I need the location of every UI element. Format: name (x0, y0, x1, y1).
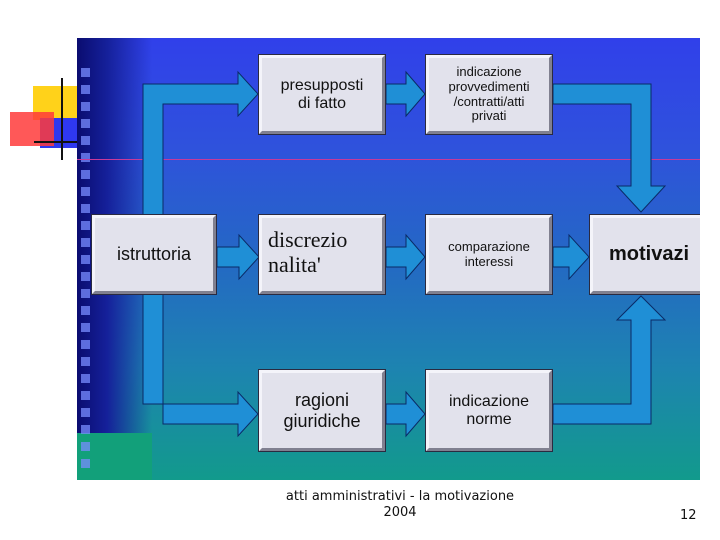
page-number: 12 (680, 508, 697, 523)
node-presupposti-di-fatto: presupposti di fatto (258, 54, 386, 135)
arrow-discrezionalita-to-comparazione (385, 233, 426, 281)
node-discrezionalita: discrezio nalita' (258, 214, 386, 295)
diagram-panel: istruttoria presupposti di fatto discrez… (77, 38, 700, 480)
arrow-provvedimenti-to-motivazione (552, 83, 667, 213)
footer-title: atti amministrativi - la motivazione 200… (285, 489, 515, 520)
node-ragioni-giuridiche: ragioni giuridiche (258, 369, 386, 452)
panel-corner-block (77, 433, 152, 480)
decorative-squares (81, 68, 93, 476)
arrow-istruttoria-to-presupposti (142, 70, 259, 223)
node-istruttoria: istruttoria (91, 214, 217, 295)
node-indicazione-norme: indicazione norme (425, 369, 553, 452)
arrow-presupposti-to-provvedimenti (385, 70, 426, 118)
slide-decoration (10, 78, 80, 160)
arrow-comparazione-to-motivazione (552, 233, 590, 281)
arrow-norme-to-motivazione (552, 295, 667, 425)
node-motivazione: motivazi (589, 214, 700, 295)
arrow-istruttoria-to-ragioni (142, 293, 259, 438)
flow-arrows (142, 70, 667, 438)
deco-red-square (10, 112, 54, 146)
node-comparazione-interessi: comparazione interessi (425, 214, 553, 295)
node-indicazione-provvedimenti: indicazione provvedimenti /contratti/att… (425, 54, 553, 135)
arrow-istruttoria-to-discrezionalita (216, 233, 260, 281)
divider-line (77, 159, 700, 160)
arrow-ragioni-to-norme (385, 390, 426, 438)
